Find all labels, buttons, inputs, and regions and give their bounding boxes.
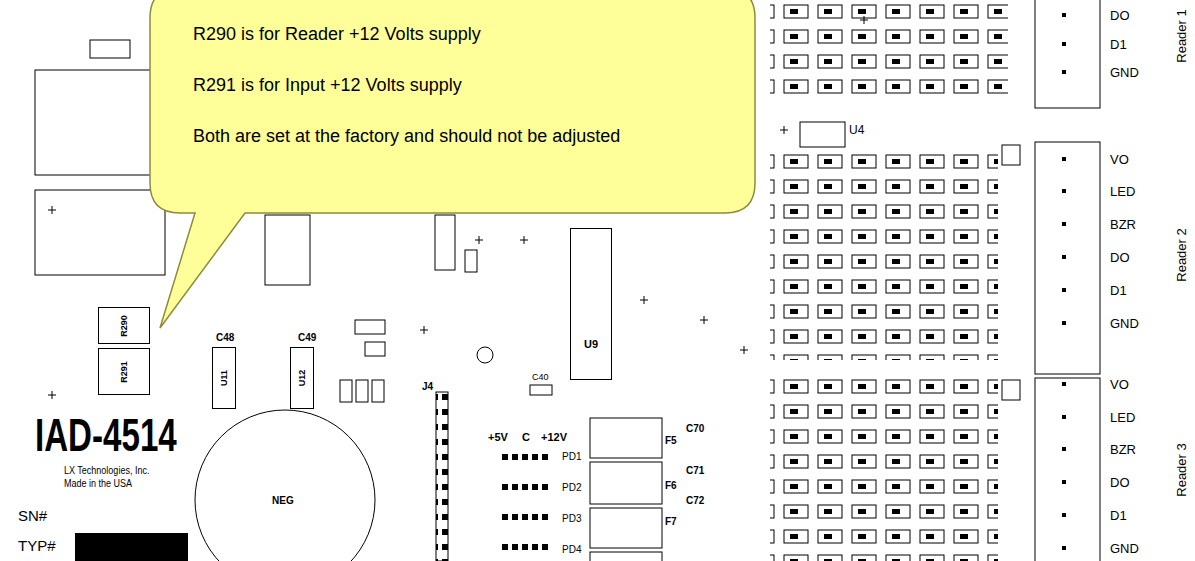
signal-name: D1 — [1110, 38, 1127, 51]
callout-outline — [150, 0, 755, 328]
part-name: U12 — [298, 370, 307, 387]
silk-label: C — [522, 432, 530, 443]
silk-label: C40 — [532, 373, 549, 382]
silk-label: +5V — [488, 432, 508, 443]
callout-text: R291 is for Input +12 Volts supply — [193, 70, 693, 100]
callout-text: R290 is for Reader +12 Volts supply — [193, 19, 693, 49]
reader-label: Reader 1 — [1175, 9, 1188, 62]
silk-label: F5 — [665, 436, 677, 446]
signal-name: BZR — [1110, 443, 1136, 456]
ic-box: U11 — [212, 347, 236, 409]
resistor-box: R291 — [98, 348, 150, 395]
signal-name: DO — [1110, 476, 1130, 489]
signal-name: DO — [1110, 9, 1130, 22]
silk-label: U4 — [849, 124, 864, 136]
signal-name: GND — [1110, 317, 1139, 330]
signal-name: GND — [1110, 66, 1139, 79]
part-name: R291 — [120, 361, 129, 383]
silk-label: C72 — [686, 496, 704, 506]
silk-label: PD4 — [562, 545, 581, 555]
silk-label: PD1 — [562, 452, 581, 462]
signal-name: VO — [1110, 378, 1129, 391]
signal-name: LED — [1110, 411, 1135, 424]
ic-box: U12 — [290, 347, 314, 409]
signal-name: BZR — [1110, 218, 1136, 231]
part-name: R290 — [120, 315, 129, 337]
ic-box: U9 — [570, 228, 612, 380]
silk-label: J4 — [422, 382, 433, 392]
signal-name: GND — [1110, 542, 1139, 555]
part-name: U11 — [220, 370, 229, 386]
resistor-box: R290 — [98, 307, 150, 344]
reader-label: Reader 2 — [1175, 228, 1188, 281]
reader-label: Reader 3 — [1175, 443, 1188, 496]
signal-name: VO — [1110, 153, 1129, 166]
silk-label: F7 — [665, 517, 677, 527]
callout-text: Both are set at the factory and should n… — [193, 121, 693, 151]
silk-label: Made in the USA — [64, 479, 132, 489]
silk-label: C48 — [216, 333, 234, 343]
signal-name: D1 — [1110, 284, 1127, 297]
silk-label: C71 — [686, 466, 704, 476]
silk-label: C49 — [298, 333, 316, 343]
signal-name: DO — [1110, 251, 1130, 264]
silk-label: PD3 — [562, 514, 581, 524]
silk-label: NEG — [272, 496, 294, 506]
silk-label: PD2 — [562, 483, 581, 493]
callout-bubble: R290 is for Reader +12 Volts supplyR291 … — [150, 0, 755, 213]
part-name: U9 — [584, 339, 598, 350]
silk-label: +12V — [541, 432, 567, 443]
silk-label: IAD-4514 — [35, 412, 177, 458]
silk-label: F6 — [665, 481, 677, 491]
silk-label: C70 — [686, 424, 704, 434]
silk-label: LX Technologies, Inc. — [64, 466, 149, 476]
signal-name: LED — [1110, 185, 1135, 198]
signal-name: D1 — [1110, 509, 1127, 522]
silk-label: TYP# — [18, 538, 56, 553]
silk-label: SN# — [18, 508, 47, 523]
